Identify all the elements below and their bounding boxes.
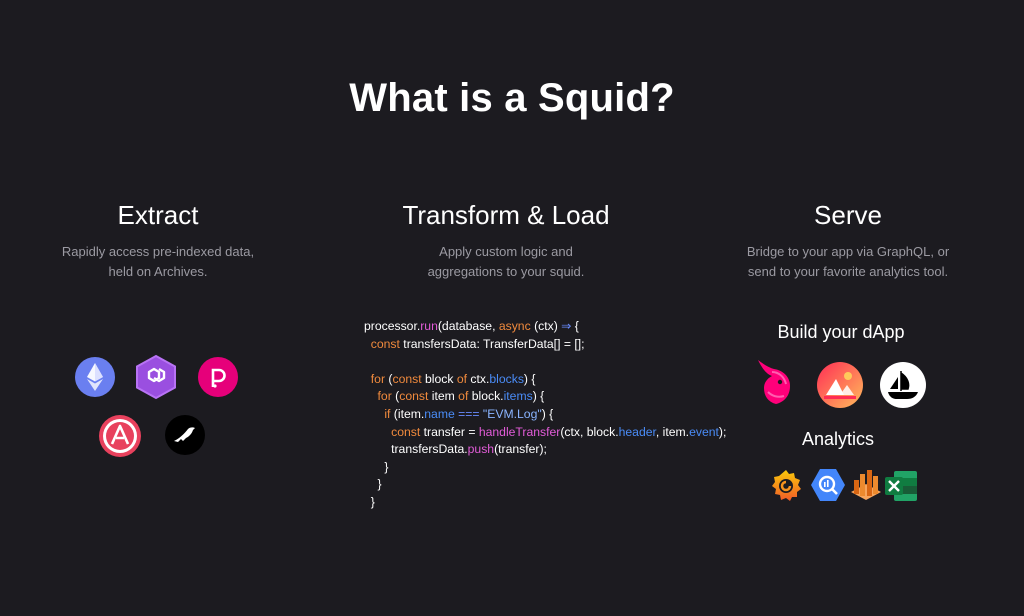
analytics-heading: Analytics [801, 429, 875, 449]
serve-heading: Serve [814, 200, 882, 230]
acala-icon [98, 414, 142, 458]
serve-description: Bridge to your app via GraphQL, or send … [746, 244, 950, 279]
decentraland-icon [816, 361, 864, 409]
grafana-icon [769, 468, 803, 502]
polygon-icon [134, 354, 178, 400]
extract-column: Extract Rapidly access pre-indexed data,… [8, 200, 308, 282]
dapp-heading: Build your dApp [777, 322, 905, 342]
code-snippet: processor.run(database, async (ctx) ⇒ { … [364, 319, 727, 509]
redshift-icon [849, 466, 883, 502]
ethereum-icon [74, 356, 116, 398]
polkadot-icon [197, 356, 239, 398]
uniswap-icon [752, 356, 800, 408]
extract-heading: Extract [117, 200, 199, 230]
transform-heading: Transform & Load [402, 200, 610, 230]
opensea-icon [879, 361, 927, 409]
page-title: What is a Squid? [349, 76, 675, 120]
extract-description: Rapidly access pre-indexed data, held on… [61, 244, 255, 279]
excel-icon [884, 470, 918, 502]
transform-column: Transform & Load Apply custom logic and … [356, 200, 656, 282]
transform-description: Apply custom logic and aggregations to y… [427, 244, 585, 279]
serve-column: Serve Bridge to your app via GraphQL, or… [698, 200, 998, 282]
kusama-icon [164, 414, 206, 456]
bigquery-icon [810, 468, 846, 502]
